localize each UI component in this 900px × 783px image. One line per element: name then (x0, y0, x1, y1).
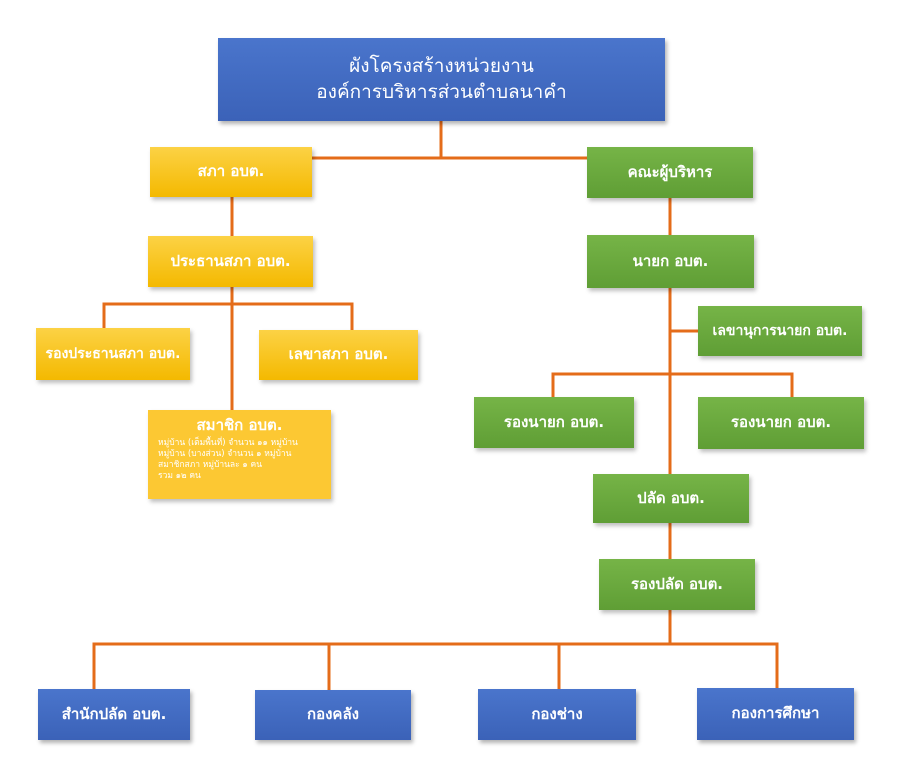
council-box: สภา อบต. (150, 147, 312, 197)
council-members-detail-4: รวม ๑๒ คน (158, 470, 201, 481)
deputy-mayor-box-1: รองนายก อบต. (474, 397, 634, 448)
council-members-box: สมาชิก อบต. หมู่บ้าน (เต็มพื้นที่) จำนวน… (148, 410, 331, 499)
council-members-detail-1: หมู่บ้าน (เต็มพื้นที่) จำนวน ๑๑ หมู่บ้าน (158, 437, 298, 448)
department-box-finance: กองคลัง (255, 690, 411, 740)
council-chair-box: ประธานสภา อบต. (148, 236, 313, 287)
executive-board-box: คณะผู้บริหาร (587, 147, 753, 198)
chart-title-line-1: ผังโครงสร้างหน่วยงาน (349, 54, 534, 77)
mayor-box: นายก อบต. (587, 235, 754, 288)
council-members-detail-3: สมาชิกสภา หมู่บ้านละ ๑ คน (158, 459, 263, 470)
chart-title-line-2: องค์การบริหารส่วนตำบลนาคำ (316, 80, 567, 103)
council-members-title: สมาชิก อบต. (196, 416, 283, 434)
department-box-education: กองการศึกษา (697, 688, 854, 740)
department-box-clerk-office: สำนักปลัด อบต. (38, 689, 190, 740)
council-vice-chair-box: รองประธานสภา อบต. (36, 328, 190, 380)
deputy-mayor-box-2: รองนายก อบต. (698, 397, 864, 449)
chart-title-box: ผังโครงสร้างหน่วยงาน องค์การบริหารส่วนตำ… (218, 38, 665, 121)
deputy-clerk-box: รองปลัด อบต. (599, 559, 755, 610)
council-secretary-box: เลขาสภา อบต. (259, 330, 418, 380)
mayor-secretary-box: เลขานุการนายก อบต. (698, 306, 862, 356)
department-box-public-works: กองช่าง (478, 689, 636, 740)
council-members-detail-2: หมู่บ้าน (บางส่วน) จำนวน ๑ หมู่บ้าน (158, 448, 292, 459)
clerk-box: ปลัด อบต. (593, 474, 749, 523)
